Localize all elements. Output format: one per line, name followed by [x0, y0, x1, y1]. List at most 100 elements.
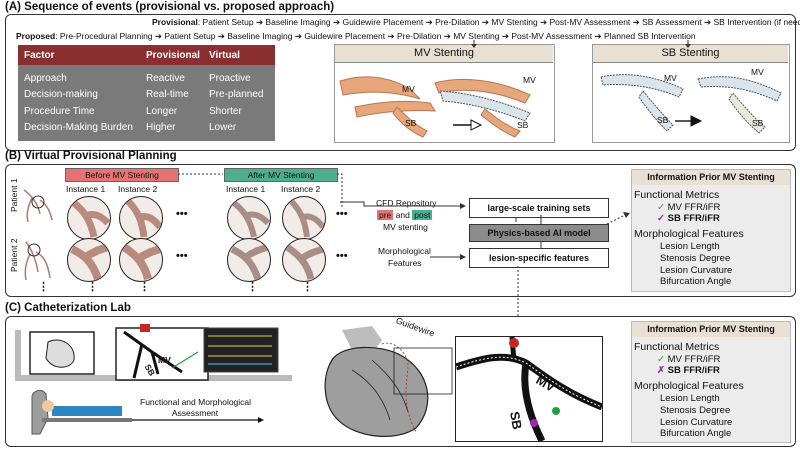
provisional-steps: : Patient Setup ➔ Baseline Imaging ➔ Gui…	[197, 17, 800, 27]
zoom-sb-label: SB	[507, 410, 525, 431]
check-icon: ✓	[657, 213, 665, 224]
provisional-label: Provisional	[152, 17, 198, 27]
table-cell: Decision-Making Burden	[24, 122, 133, 133]
feature-item: Lesion Length	[660, 393, 720, 404]
coronary-tree-patient-2	[24, 241, 51, 281]
provisional-sequence: Provisional: Patient Setup ➔ Baseline Im…	[152, 17, 800, 28]
table-cell: Proactive	[209, 73, 251, 84]
mv-stenting-illustration	[339, 76, 531, 138]
ai-to-info-arrow	[606, 212, 630, 225]
sequence-arrow-mv	[471, 40, 477, 48]
and-word: and	[395, 210, 410, 220]
vertical-ellipsis: ⋮	[87, 281, 98, 293]
feature-item: Lesion Length	[660, 241, 720, 252]
mv-ffr-label: MV FFR/iFR	[667, 354, 721, 365]
check-icon: ✓	[657, 202, 665, 213]
vessel-instance-image	[282, 238, 326, 282]
info-box-c-title: Information Prior MV Stenting	[632, 322, 790, 337]
features-label: Features	[388, 258, 422, 268]
mv-stent-mv-label-after: MV	[523, 75, 536, 85]
instance-label: Instance 1	[226, 184, 266, 194]
proposed-steps: : Pre-Procedural Planning ➔ Patient Setu…	[55, 31, 696, 41]
sb-stent-sb-label-after: SB	[752, 118, 764, 128]
sb-stent-mv-label-after: MV	[751, 67, 764, 77]
instance-label: Instance 2	[281, 184, 321, 194]
before-mv-stenting-label: Before MV Stenting	[65, 168, 179, 182]
sb-ffr-label: SB FFR/iFR	[667, 213, 720, 224]
table-cell: Pre-planned	[209, 89, 264, 100]
zoomed-vessel-box	[455, 336, 603, 442]
assessment-line-2: Assessment	[171, 408, 219, 418]
ai-model-box: Physics-based AI model	[469, 224, 609, 242]
table-cell: Longer	[146, 106, 178, 117]
table-cell: Real-time	[146, 89, 189, 100]
sb-stenting-illustration	[600, 74, 782, 134]
patient-1-label: Patient 1	[9, 178, 19, 212]
feature-item: Bifurcation Angle	[660, 428, 732, 439]
vessel-instance-image	[119, 196, 163, 240]
section-b-title: (B) Virtual Provisional Planning	[5, 150, 177, 162]
proposed-sequence: Proposed: Pre-Procedural Planning ➔ Pati…	[16, 31, 696, 42]
morphological-label: Morphological	[378, 246, 431, 256]
coronary-tree-patient-1	[23, 189, 53, 223]
feature-item: Lesion Curvature	[660, 265, 733, 276]
functional-metrics-label: Functional Metrics	[634, 189, 720, 201]
instance-label: Instance 2	[118, 184, 158, 194]
functional-metrics-label: Functional Metrics	[634, 341, 720, 353]
info-box-b-title: Information Prior MV Stenting	[632, 170, 790, 185]
mv-stent-sb-label: SB	[405, 118, 417, 128]
sb-ffr-line: ✓ SB FFR/iFR	[657, 213, 720, 224]
mv-ffr-line: ✓ MV FFR/iFR	[657, 202, 720, 213]
mv-stenting-label: MV stenting	[383, 222, 428, 232]
sb-stent-sb-label: SB	[657, 115, 669, 125]
vertical-ellipsis: ⋮	[38, 281, 49, 293]
training-sets-box: large-scale training sets	[469, 198, 609, 218]
info-box-b: Information Prior MV Stenting	[631, 169, 791, 292]
flow-arrows-b	[340, 201, 517, 260]
section-a-title: (A) Sequence of events (provisional vs. …	[5, 1, 335, 13]
assessment-line-1: Functional and Morphological	[140, 397, 252, 407]
feature-item: Bifurcation Angle	[660, 276, 732, 287]
sb-stenting-title: SB Stenting	[593, 45, 788, 63]
after-mv-stenting-label: After MV Stenting	[224, 168, 338, 182]
box-connectors	[540, 215, 542, 248]
check-icon: ✓	[657, 354, 665, 365]
post-pill: post	[412, 210, 433, 220]
section-c-title: (C) Catheterization Lab	[5, 302, 131, 314]
table-header-provisional: Provisional	[146, 50, 200, 61]
cath-mv-label: MV	[158, 355, 171, 365]
table-cell: Shorter	[209, 106, 242, 117]
table-header-factor: Factor	[24, 50, 55, 61]
table-cell: Lower	[209, 122, 237, 133]
table-cell: Approach	[24, 73, 67, 84]
patient-2-label: Patient 2	[9, 238, 19, 272]
mv-stent-sb-label-after: SB	[517, 120, 529, 130]
mv-ffr-label: MV FFR/iFR	[667, 202, 721, 213]
pre-post-line: pre and post	[377, 210, 433, 220]
info-box-c: Information Prior MV Stenting	[631, 321, 791, 443]
table-cell: Decision-making	[24, 89, 98, 100]
morph-features-label: Morphological Features	[634, 228, 744, 240]
vessel-instance-image	[227, 238, 271, 282]
vessel-instance-image	[67, 238, 111, 282]
vessel-instance-image	[119, 238, 163, 282]
mv-stent-mv-label: MV	[402, 84, 415, 94]
cath-lab-illustration	[15, 324, 292, 435]
ellipsis: •••	[176, 208, 188, 220]
vertical-ellipsis: ⋮	[139, 281, 150, 293]
sequence-arrow-sb	[685, 40, 691, 48]
feature-item: Stenosis Degree	[660, 253, 731, 264]
instance-label: Instance 1	[66, 184, 106, 194]
sb-stent-mv-label: MV	[664, 73, 677, 83]
mv-ffr-line: ✓ MV FFR/iFR	[657, 354, 720, 365]
table-cell: Reactive	[146, 73, 185, 84]
sb-ffr-line: ✗ SB FFR/iFR	[657, 365, 720, 376]
vessel-instance-image	[227, 196, 271, 240]
table-cell: Procedure Time	[24, 106, 95, 117]
proposed-label: Proposed	[16, 31, 56, 41]
table-header-virtual: Virtual	[209, 50, 240, 61]
vertical-ellipsis: ⋮	[302, 281, 313, 293]
vessel-instance-image	[282, 196, 326, 240]
vessel-instance-image	[67, 196, 111, 240]
feature-item: Stenosis Degree	[660, 405, 731, 416]
